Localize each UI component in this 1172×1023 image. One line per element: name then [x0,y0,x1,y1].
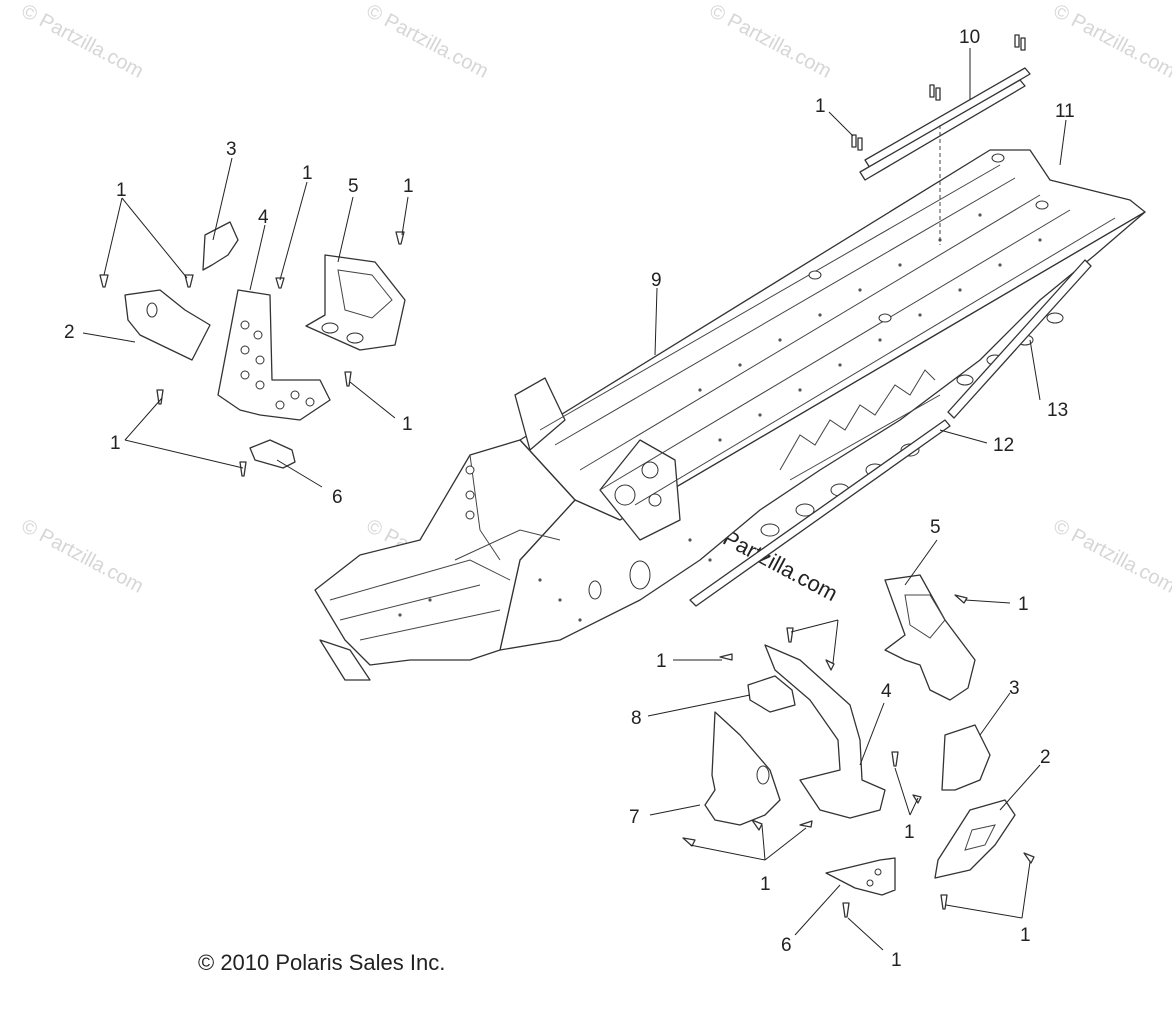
callout-1: 1 [402,414,413,435]
right-parts [704,574,1016,896]
callout-1: 1 [656,651,667,672]
callout-2: 2 [1040,747,1051,768]
part-6-left [249,439,296,469]
callout-1: 1 [116,180,127,201]
part-4-right [764,644,886,819]
callout-7: 7 [629,807,640,828]
rail-12 [689,419,951,607]
watermark-mid-right: © Partzilla.com [1050,515,1172,598]
callout-1: 1 [1020,925,1031,946]
callout-1: 1 [403,176,414,197]
slide-rails [689,259,1092,607]
callout-1: 1 [815,96,826,117]
callout-1: 1 [891,950,902,971]
callout-1: 1 [302,163,313,184]
part-7 [704,711,781,826]
left-parts [124,221,406,469]
callout-1: 1 [904,822,915,843]
copyright-text: © 2010 Polaris Sales Inc. [198,950,445,975]
callout-1: 1 [760,874,771,895]
part-3-left [202,221,239,271]
callout-4: 4 [258,207,269,228]
callout-6: 6 [332,487,343,508]
leader-lines [82,48,1067,951]
chassis-frame [314,149,1146,681]
watermark-top-right-mid: © Partzilla.com [706,0,835,83]
callout-4: 4 [881,681,892,702]
callout-11: 11 [1055,101,1075,122]
callout-5: 5 [348,176,359,197]
callout-10: 10 [959,27,980,48]
callout-1: 1 [110,433,121,454]
part-3-right [941,724,991,791]
callout-3: 3 [226,139,237,160]
callout-6: 6 [781,935,792,956]
part-10-bar [859,67,1031,245]
part-2-left [124,289,211,361]
watermark-mid-left: © Partzilla.com [18,515,147,598]
callout-3: 3 [1009,678,1020,699]
callout-5: 5 [930,517,941,538]
watermark-top-right: © Partzilla.com [1050,0,1172,83]
callout-8: 8 [631,708,642,729]
part-2-right [934,799,1016,879]
callout-9: 9 [651,270,662,291]
rail-13 [947,259,1092,419]
callout-13: 13 [1047,400,1068,421]
callout-2: 2 [64,322,75,343]
callout-12: 12 [993,435,1014,456]
part-6-right [825,857,896,896]
part-8 [747,675,796,713]
callout-1: 1 [1018,594,1029,615]
callout-labels: 1 2 3 4 1 5 1 1 1 6 9 1 10 11 13 12 5 1 … [64,27,1075,971]
watermark-top-mid: © Partzilla.com [363,0,492,83]
watermark-top-left: © Partzilla.com [18,0,147,83]
